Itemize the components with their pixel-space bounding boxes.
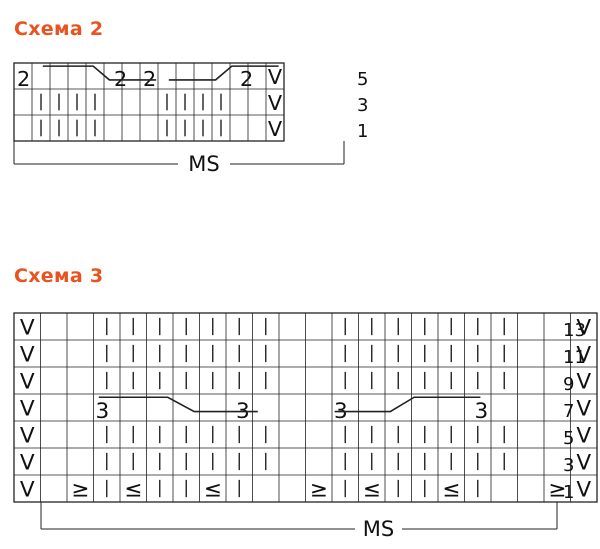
stitch-symbol: ≤ [204, 478, 222, 503]
cable-crossing-line [98, 396, 258, 413]
cable-crossing-line [334, 396, 481, 413]
cable-count-label: 2 [143, 67, 156, 91]
stitch-symbol: V [576, 451, 591, 476]
schema-2-title: Схема 2 [14, 18, 104, 40]
stitch-symbol: ≥ [71, 478, 89, 503]
stitch-symbol: V [576, 316, 591, 341]
stitch-symbol: V [576, 370, 591, 395]
cable-count-label: 3 [475, 399, 489, 424]
row-number: 1 [563, 482, 574, 503]
schema-3-title: Схема 3 [14, 265, 104, 287]
cable-count-label: 2 [114, 67, 127, 91]
row-number: 3 [563, 455, 574, 476]
stitch-symbol: V [20, 424, 35, 449]
row-number: 3 [357, 95, 368, 116]
stitch-symbol: V [20, 316, 35, 341]
row-number: 11 [563, 347, 586, 368]
ms-label: MS [188, 152, 219, 176]
schema2-border [13, 62, 285, 142]
cable-count-label: 2 [240, 67, 253, 91]
stitch-symbol: V [268, 91, 283, 115]
stitch-symbol: ≤ [363, 478, 381, 503]
cable-crossing-line [42, 65, 157, 81]
row-number: 13 [563, 320, 586, 341]
ms-label: MS [363, 517, 394, 541]
stitch-symbol: V [268, 65, 283, 89]
row-number: 1 [357, 121, 368, 142]
stitch-symbol: ≥ [548, 478, 566, 503]
row-number: 9 [563, 374, 574, 395]
stitch-symbol: V [576, 343, 591, 368]
cable-crossing-line [168, 65, 279, 81]
cable-count-label: 2 [17, 67, 30, 91]
stitch-symbol: V [20, 451, 35, 476]
stitch-symbol: ≤ [124, 478, 142, 503]
row-number: 5 [357, 69, 368, 90]
stitch-symbol: V [576, 424, 591, 449]
stitch-symbol: ≤ [442, 478, 460, 503]
stitch-symbol: V [20, 397, 35, 422]
stitch-symbol: V [268, 117, 283, 141]
row-number: 7 [563, 401, 574, 422]
row-number: 5 [563, 428, 574, 449]
stitch-symbol: V [20, 370, 35, 395]
stitch-symbol: V [20, 478, 35, 503]
stitch-symbol: V [576, 397, 591, 422]
stitch-symbol: V [576, 478, 591, 503]
stitch-symbol: ≥ [310, 478, 328, 503]
stitch-symbol: V [20, 343, 35, 368]
cable-count-label: 3 [96, 399, 110, 424]
